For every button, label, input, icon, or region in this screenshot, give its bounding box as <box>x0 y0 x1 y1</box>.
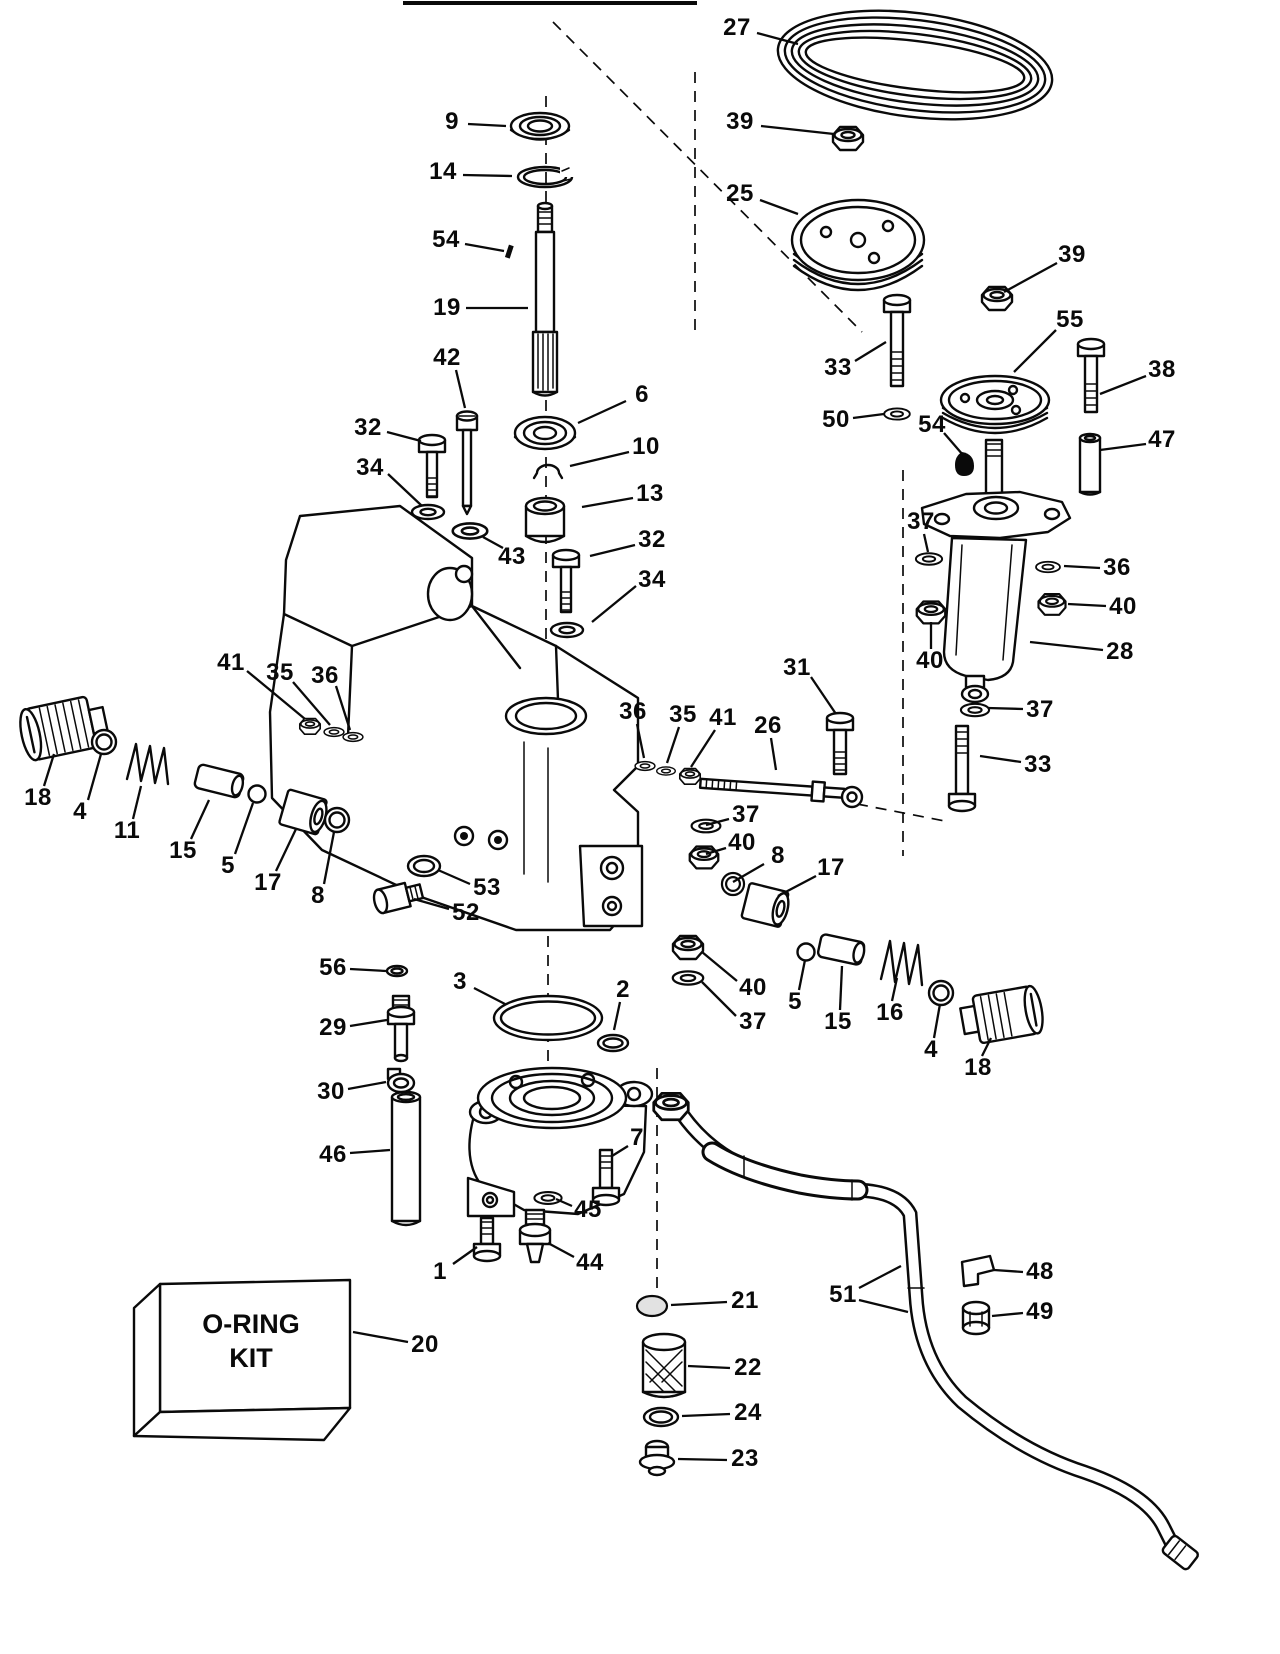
part-hose-51 <box>674 1106 1199 1571</box>
part-bolt-7 <box>591 1148 621 1207</box>
part-bolt-38 <box>1076 337 1106 414</box>
part-filter-22 <box>641 1332 687 1399</box>
part-key-54-right <box>955 452 974 476</box>
part-washer-37-b <box>959 702 991 718</box>
part-washer-36-left <box>342 731 364 743</box>
part-bushing-17-right <box>740 882 790 928</box>
part-spacer-47 <box>1078 432 1102 496</box>
part-pin-15-left <box>193 763 245 799</box>
part-pin-54 <box>504 244 514 259</box>
part-washer-50 <box>883 407 911 421</box>
o-ring-kit-label: O-RING KIT <box>168 1308 334 1376</box>
part-washer-36-mid <box>634 760 656 772</box>
part-plug-23 <box>638 1439 676 1477</box>
part-washer-34-mid <box>549 621 585 639</box>
part-pin-15-right <box>816 933 866 966</box>
part-bolt-32-left <box>417 433 447 499</box>
part-oring-24 <box>642 1406 680 1428</box>
part-nut-40-b <box>915 600 947 625</box>
part-nut-40-c <box>688 845 720 870</box>
part-drive-belt <box>776 9 1054 121</box>
part-spring-16 <box>879 939 924 987</box>
part-oring-3 <box>492 994 604 1042</box>
part-nut-41-mid <box>678 767 702 785</box>
part-washer-43 <box>451 522 489 540</box>
part-fitting-44 <box>518 1208 552 1264</box>
part-bolt-33-top <box>882 293 912 388</box>
part-oring-53 <box>406 854 442 878</box>
part-oring-4-right <box>927 979 955 1007</box>
part-plug-52 <box>372 881 425 915</box>
part-pump-housing <box>268 504 644 932</box>
part-oring-56 <box>385 964 409 978</box>
part-ball-5-right <box>796 942 816 962</box>
part-washer-37-d <box>671 970 705 986</box>
leader-lines <box>42 31 1147 1462</box>
part-bracket-28 <box>920 438 1072 704</box>
part-clip-48 <box>960 1254 996 1288</box>
part-drive-shaft-19 <box>531 201 559 397</box>
part-nut-41-left <box>298 717 322 735</box>
part-fitting-49 <box>961 1300 991 1336</box>
part-seal-9 <box>509 111 571 141</box>
part-bolt-33-bottom <box>947 724 977 813</box>
part-tube-46 <box>390 1090 422 1227</box>
part-washer-35-left <box>323 726 345 738</box>
part-spring-11 <box>125 742 170 786</box>
part-clip-10 <box>532 463 564 480</box>
part-oring-kit-box <box>132 1278 352 1442</box>
part-bushing-13 <box>524 496 566 544</box>
part-bolt-31 <box>825 711 855 776</box>
part-plug-21 <box>635 1294 669 1318</box>
part-oring-2 <box>596 1033 630 1053</box>
part-ball-5-left <box>247 784 267 804</box>
o-ring-kit-line1: O-RING <box>202 1309 300 1339</box>
part-washer-36-a <box>1035 560 1061 574</box>
part-fitting-29 <box>386 994 416 1063</box>
part-washer-35-mid <box>656 766 676 776</box>
part-bearing-6 <box>513 415 577 451</box>
part-pulley-25 <box>790 198 926 292</box>
part-pulley-55 <box>939 374 1051 435</box>
part-bolt-32-mid <box>551 548 581 614</box>
part-tie-rod-26 <box>698 777 864 809</box>
part-bushing-17-left <box>278 788 328 836</box>
part-screw-42 <box>455 410 479 516</box>
o-ring-kit-line2: KIT <box>229 1342 273 1373</box>
part-nut-40-a <box>1037 593 1067 616</box>
part-lower-cover <box>466 1066 654 1218</box>
part-washer-45 <box>533 1191 563 1205</box>
part-bolt-1 <box>472 1216 502 1263</box>
part-nut-40-d <box>671 934 705 961</box>
part-oring-8-left <box>323 806 351 834</box>
part-snap-ring-14 <box>516 164 576 189</box>
part-elbow-nut <box>652 1091 690 1122</box>
part-fitting-18-left <box>19 695 109 762</box>
part-nut-39-top <box>831 125 865 152</box>
part-fitting-18-right <box>959 984 1044 1045</box>
part-oring-4-left <box>90 728 118 756</box>
part-washer-37-a <box>914 552 944 566</box>
part-clamp-30 <box>386 1067 416 1094</box>
